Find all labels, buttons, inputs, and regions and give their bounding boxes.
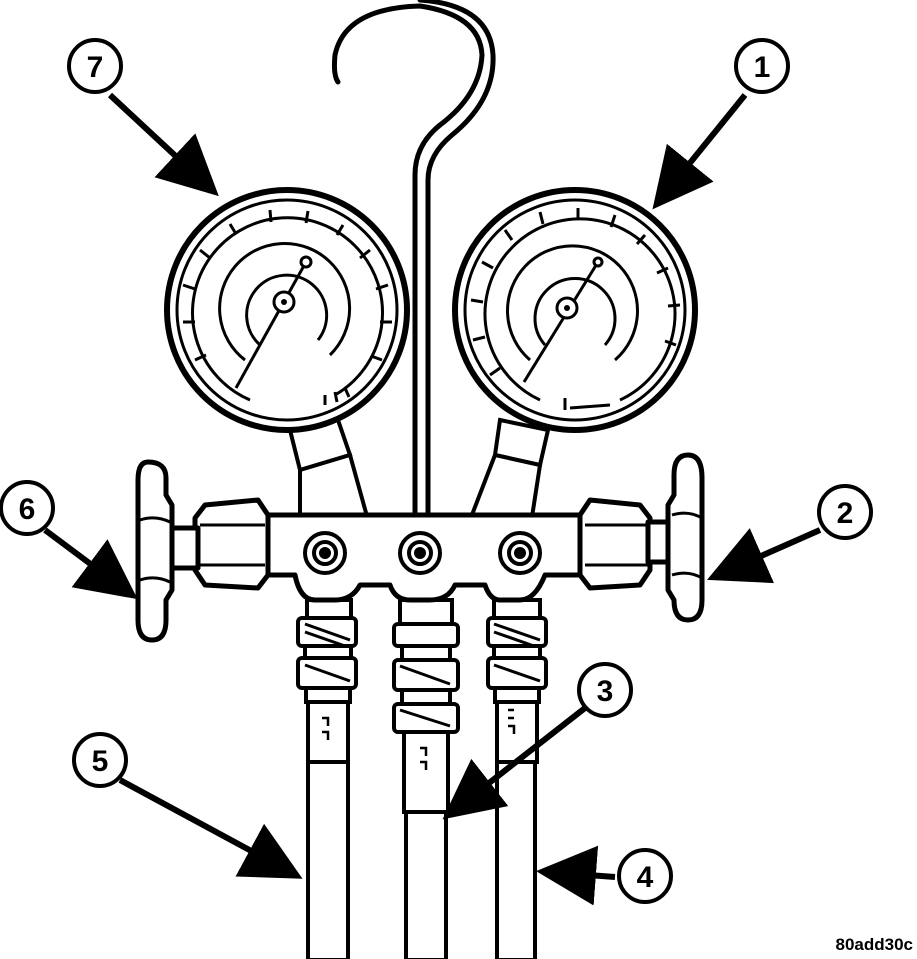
hanger-hook	[331, 0, 496, 528]
arrow-1	[652, 93, 748, 210]
low-gauge-needle	[234, 261, 308, 389]
arrow-3	[442, 705, 587, 820]
callout-1: 1	[734, 38, 790, 94]
callout-2: 2	[817, 484, 873, 540]
svg-text:1: 1	[754, 51, 771, 84]
high-side-valve-knob	[665, 452, 705, 623]
svg-text:5: 5	[92, 745, 109, 778]
high-pressure-gauge	[452, 187, 698, 433]
gauge-necks	[287, 417, 551, 533]
center-hose	[404, 808, 448, 959]
callout-6: 6	[0, 480, 55, 536]
manifold-ports	[303, 531, 542, 575]
svg-text:7: 7	[87, 51, 104, 84]
low-gauge-ticks	[182, 209, 392, 405]
low-pressure-gauge	[164, 187, 410, 433]
callout-3: 3	[577, 662, 633, 718]
arrow-7	[107, 92, 219, 197]
arrow-2	[707, 527, 822, 584]
arrow-6	[43, 527, 138, 600]
left-hose	[306, 758, 350, 959]
svg-text:4: 4	[637, 861, 654, 894]
callout-7: 7	[67, 38, 123, 94]
leader-arrows	[43, 92, 822, 906]
callouts: 1 2 3 4 5 6 7	[0, 38, 873, 904]
right-hose	[495, 758, 537, 959]
callout-4: 4	[617, 848, 673, 904]
high-gauge-needle	[522, 261, 600, 383]
arrow-4	[536, 845, 616, 906]
high-gauge-ticks	[470, 208, 681, 410]
svg-text:3: 3	[597, 675, 614, 708]
svg-text:6: 6	[19, 493, 36, 526]
high-side-valve	[577, 452, 705, 623]
callout-5: 5	[72, 732, 128, 788]
svg-text:2: 2	[837, 497, 854, 530]
low-side-valve	[135, 459, 271, 643]
figure-code: 80add30c	[835, 935, 914, 954]
arrow-5	[118, 777, 303, 879]
left-hose-fitting	[296, 598, 358, 764]
center-hose-fitting	[392, 598, 460, 814]
low-side-valve-knob	[135, 459, 175, 643]
right-hose-fitting	[486, 598, 548, 764]
